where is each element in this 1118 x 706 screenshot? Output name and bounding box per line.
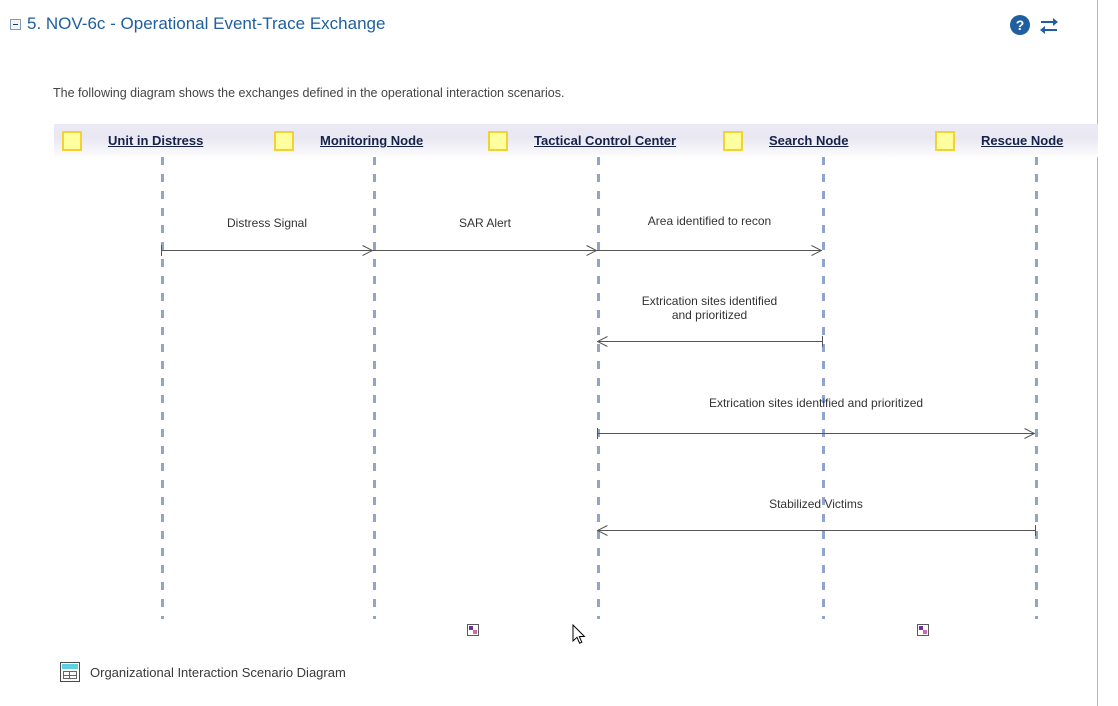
arrowhead-right-icon [362,245,373,256]
message-line[interactable] [597,433,1035,434]
lifeline-monitoring-node [373,157,376,619]
diagram-window-icon [60,662,80,682]
participant-header-band [54,124,1098,157]
participant-tactical-control-center[interactable]: Tactical Control Center [488,124,676,157]
message-label-stabilized-victims: Stabilized Victims [769,497,863,511]
participant-label: Rescue Node [981,133,1064,148]
participant-monitoring-node[interactable]: Monitoring Node [274,124,423,157]
arrowhead-right-icon [811,245,822,256]
message-line[interactable] [373,250,597,251]
sync-swap-icon[interactable] [1038,14,1060,41]
participant-label: Search Node [769,133,849,148]
participant-box-icon [488,130,508,151]
message-origin-stub [1035,525,1036,536]
header-actions: ? [1009,14,1060,41]
lifeline-search-node [822,157,825,619]
participant-box-icon [723,130,743,151]
message-label-sar-alert: SAR Alert [458,216,512,230]
message-origin-stub [161,245,162,256]
message-origin-stub [597,428,598,439]
message-origin-stub [822,336,823,347]
message-line[interactable] [161,250,373,251]
sequence-diagram: Unit in Distress Monitoring Node Tactical … [54,124,1098,636]
page-right-border [1097,0,1098,706]
broken-image-placeholder-1 [467,624,479,636]
page-title: 5. NOV-6c - Operational Event-Trace Exch… [27,14,386,33]
lifeline-unit-in-distress [161,157,164,619]
collapse-minus-icon[interactable] [10,18,21,30]
participant-label: Tactical Control Center [534,133,677,148]
help-icon[interactable]: ? [1009,14,1031,41]
message-label-area-identified-to-recon: Area identified to recon [647,214,772,228]
arrowhead-left-icon [597,525,608,536]
participant-rescue-node[interactable]: Rescue Node [935,124,1063,157]
participant-search-node[interactable]: Search Node [723,124,848,157]
diagram-caption-label: Organizational Interaction Scenario Diag… [90,664,346,680]
arrowhead-left-icon [597,336,608,347]
message-line[interactable] [597,250,822,251]
participant-label: Monitoring Node [320,133,424,148]
message-label-extrication-sites-identified: Extrication sites identified and priorit… [641,294,778,322]
message-label-extrication-sites-identified-and-prioritized: Extrication sites identified and priorit… [708,396,924,410]
lifeline-rescue-node [1035,157,1038,619]
participant-box-icon [935,130,955,151]
intro-text: The following diagram shows the exchange… [53,86,565,100]
message-label-distress-signal: Distress Signal [226,216,308,230]
broken-image-placeholder-2 [917,624,929,636]
lifeline-tactical-control-center [597,157,600,619]
participant-box-icon [274,130,294,151]
message-line[interactable] [597,530,1035,531]
diagram-caption[interactable]: Organizational Interaction Scenario Diag… [60,662,346,682]
svg-text:?: ? [1016,17,1025,33]
participant-unit-in-distress[interactable]: Unit in Distress [62,124,203,157]
arrowhead-right-icon [1024,428,1035,439]
mouse-pointer [572,623,586,646]
section-header: 5. NOV-6c - Operational Event-Trace Exch… [10,14,385,34]
message-line[interactable] [597,341,822,342]
participant-label: Unit in Distress [108,133,204,148]
arrowhead-right-icon [586,245,597,256]
participant-box-icon [62,130,82,151]
